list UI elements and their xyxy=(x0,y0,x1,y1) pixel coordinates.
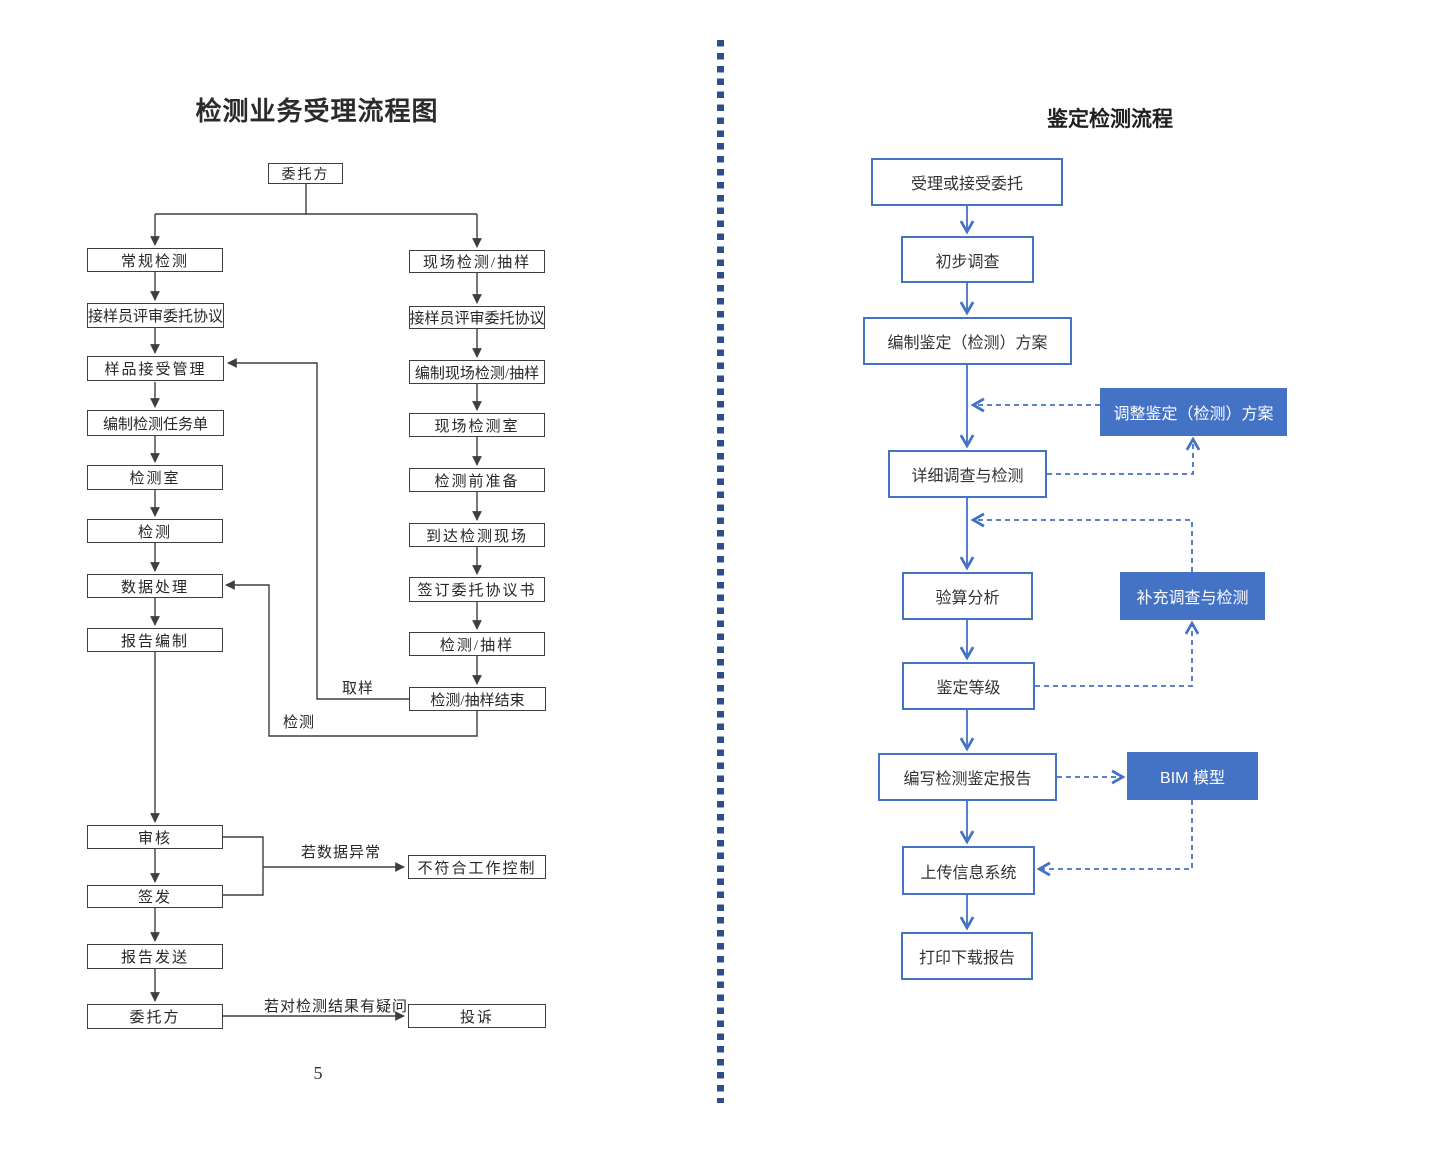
node-print-download: 打印下载报告 xyxy=(901,932,1033,980)
node-test: 检测 xyxy=(87,519,223,543)
node-upload-system: 上传信息系统 xyxy=(902,846,1035,895)
node-routine-test: 常规检测 xyxy=(87,248,223,272)
node-sign-agreement: 签订委托协议书 xyxy=(409,577,545,602)
node-checking-analysis: 验算分析 xyxy=(902,572,1033,620)
node-sample-accept: 样品接受管理 xyxy=(87,356,224,381)
node-client-top: 委托方 xyxy=(268,163,343,184)
dotted-divider xyxy=(717,40,724,1103)
node-site-test-room: 现场检测室 xyxy=(409,413,545,437)
node-client-bottom: 委托方 xyxy=(87,1004,223,1029)
node-complaint: 投诉 xyxy=(408,1004,546,1028)
node-write-report: 编写检测鉴定报告 xyxy=(878,753,1057,801)
node-adjust-plan: 调整鉴定（检测）方案 xyxy=(1100,388,1287,436)
edge-label-sampling: 取样 xyxy=(342,681,375,697)
node-site-plan: 编制现场检测/抽样 xyxy=(409,360,545,384)
node-accept-commission: 受理或接受委托 xyxy=(871,158,1063,206)
node-test-sampling-end: 检测/抽样结束 xyxy=(409,687,546,711)
node-preliminary-survey: 初步调查 xyxy=(901,236,1034,283)
node-appraisal-grade: 鉴定等级 xyxy=(902,662,1035,710)
node-bim-model: BIM 模型 xyxy=(1127,752,1258,800)
node-make-plan: 编制鉴定（检测）方案 xyxy=(863,317,1072,365)
node-review: 审核 xyxy=(87,825,223,849)
node-nonconforming-control: 不符合工作控制 xyxy=(408,855,546,879)
edge-label-if-data-abnormal: 若数据异常 xyxy=(301,845,382,861)
node-report-send: 报告发送 xyxy=(87,944,223,969)
node-supplementary-survey: 补充调查与检测 xyxy=(1120,572,1265,620)
left-chart-title: 检测业务受理流程图 xyxy=(195,96,439,126)
edge-label-testing: 检测 xyxy=(283,715,316,731)
node-arrive-site: 到达检测现场 xyxy=(409,523,545,547)
node-report-prep: 报告编制 xyxy=(87,628,223,652)
node-task-sheet: 编制检测任务单 xyxy=(87,410,224,436)
right-chart-title: 鉴定检测流程 xyxy=(1047,108,1173,131)
node-site-test: 现场检测/抽样 xyxy=(409,250,545,273)
page-number: 5 xyxy=(313,1063,323,1083)
node-test-room: 检测室 xyxy=(87,465,223,490)
node-test-sampling: 检测/抽样 xyxy=(409,632,545,656)
node-review-agreement-2: 接样员评审委托协议 xyxy=(409,306,545,329)
node-review-agreement-1: 接样员评审委托协议 xyxy=(87,303,224,328)
node-pre-test-prep: 检测前准备 xyxy=(409,468,545,492)
node-data-process: 数据处理 xyxy=(87,574,223,598)
node-sign-issue: 签发 xyxy=(87,885,223,908)
edge-label-if-doubt-result: 若对检测结果有疑问 xyxy=(264,999,409,1015)
node-detailed-survey: 详细调查与检测 xyxy=(888,450,1047,498)
